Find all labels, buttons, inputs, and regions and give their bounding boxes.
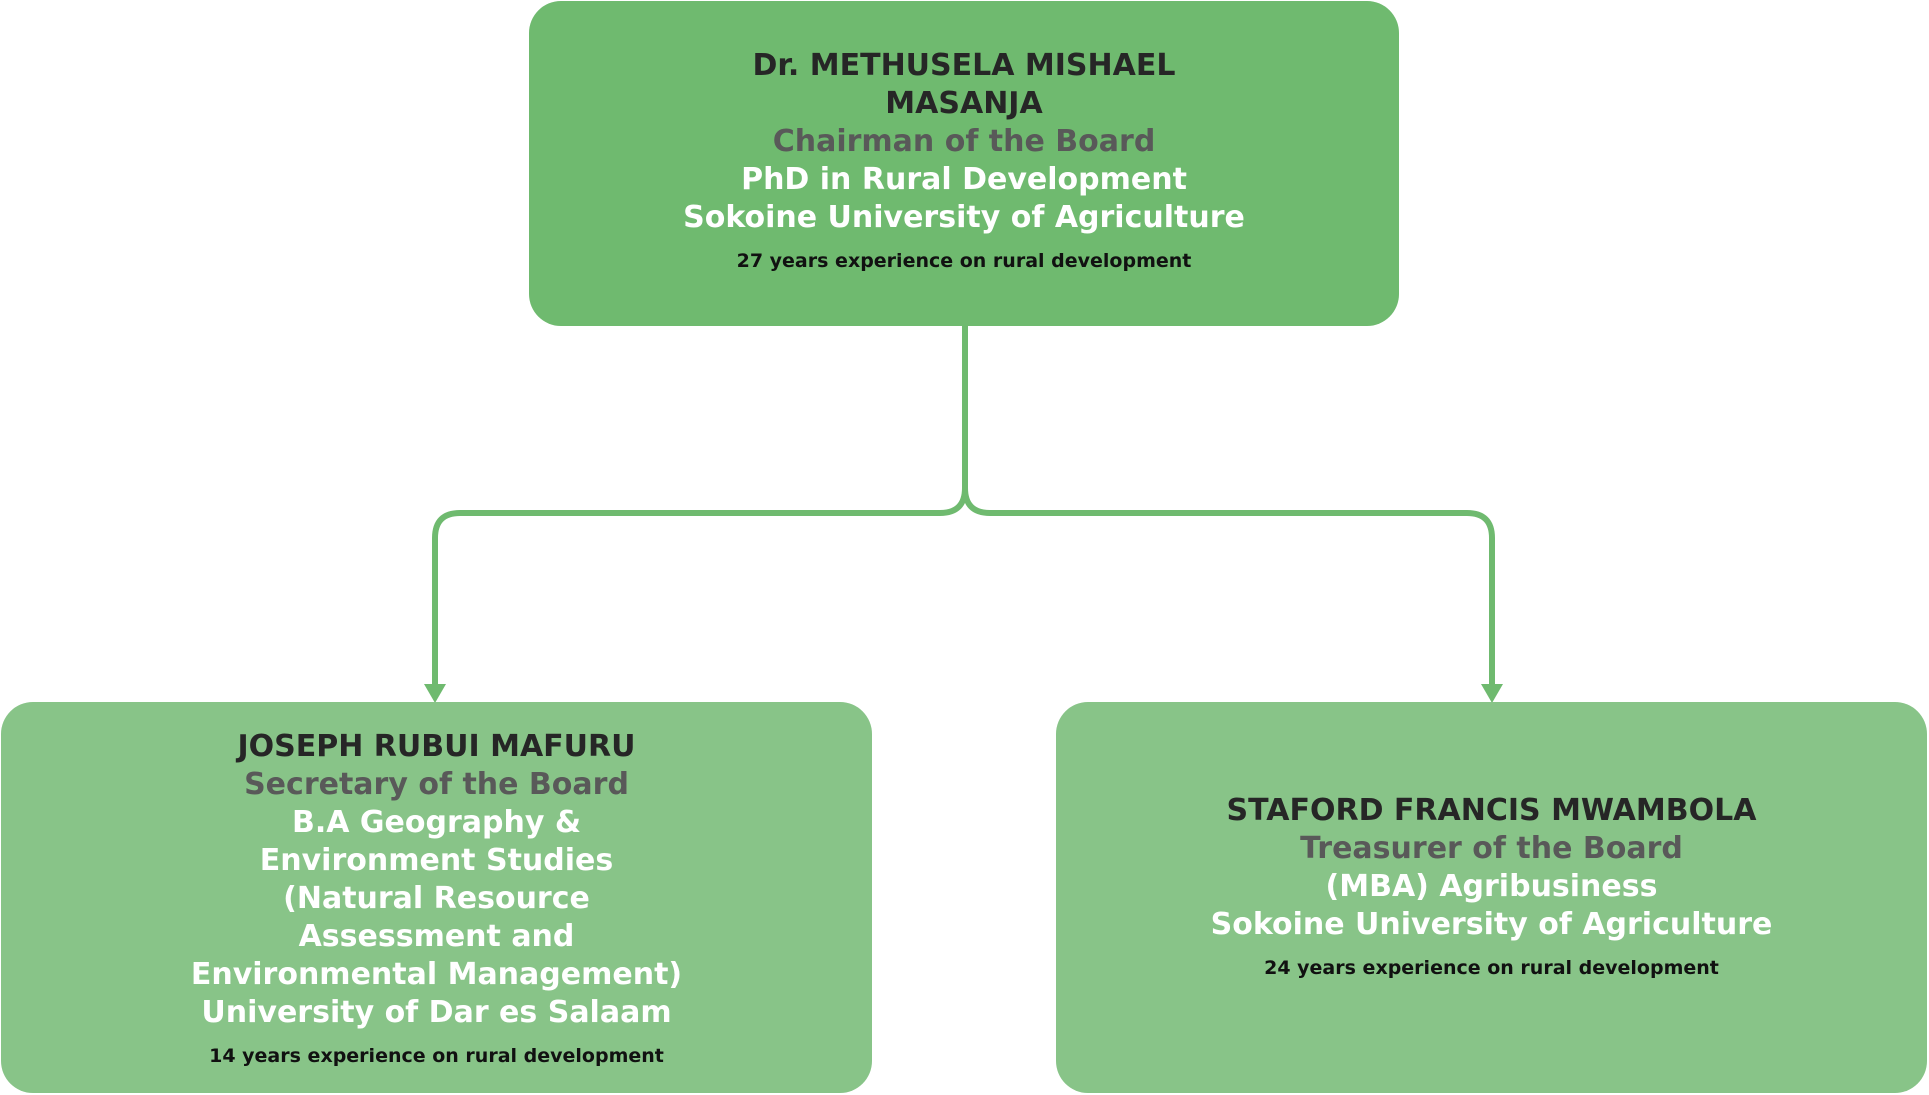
chairman-degree: PhD in Rural Development bbox=[741, 161, 1187, 197]
secretary-role: Secretary of the Board bbox=[244, 766, 629, 802]
chairman-experience: 27 years experience on rural development bbox=[736, 249, 1192, 272]
arrowhead-secretary bbox=[424, 684, 446, 703]
connector-chairman-to-secretary bbox=[432, 326, 968, 686]
secretary-experience: 14 years experience on rural development bbox=[209, 1044, 664, 1067]
arrowhead-treasurer bbox=[1481, 684, 1503, 703]
chairman-role: Chairman of the Board bbox=[772, 123, 1156, 159]
secretary-degree: B.A Geography & Environment Studies (Nat… bbox=[190, 804, 683, 992]
connector-chairman-to-treasurer bbox=[962, 326, 1495, 686]
treasurer-card: STAFORD FRANCIS MWAMBOLA Treasurer of th… bbox=[1056, 702, 1927, 1093]
chairman-card: Dr. METHUSELA MISHAEL MASANJA Chairman o… bbox=[529, 1, 1399, 326]
treasurer-name: STAFORD FRANCIS MWAMBOLA bbox=[1226, 792, 1757, 828]
treasurer-school: Sokoine University of Agriculture bbox=[1210, 906, 1773, 942]
chairman-name: Dr. METHUSELA MISHAEL MASANJA bbox=[752, 47, 1176, 121]
secretary-card: JOSEPH RUBUI MAFURU Secretary of the Boa… bbox=[1, 702, 872, 1093]
treasurer-role: Treasurer of the Board bbox=[1300, 830, 1683, 866]
treasurer-degree: (MBA) Agribusiness bbox=[1325, 868, 1658, 904]
secretary-school: University of Dar es Salaam bbox=[201, 994, 672, 1030]
secretary-name: JOSEPH RUBUI MAFURU bbox=[237, 728, 636, 764]
chairman-school: Sokoine University of Agriculture bbox=[683, 199, 1245, 235]
treasurer-experience: 24 years experience on rural development bbox=[1264, 956, 1719, 979]
